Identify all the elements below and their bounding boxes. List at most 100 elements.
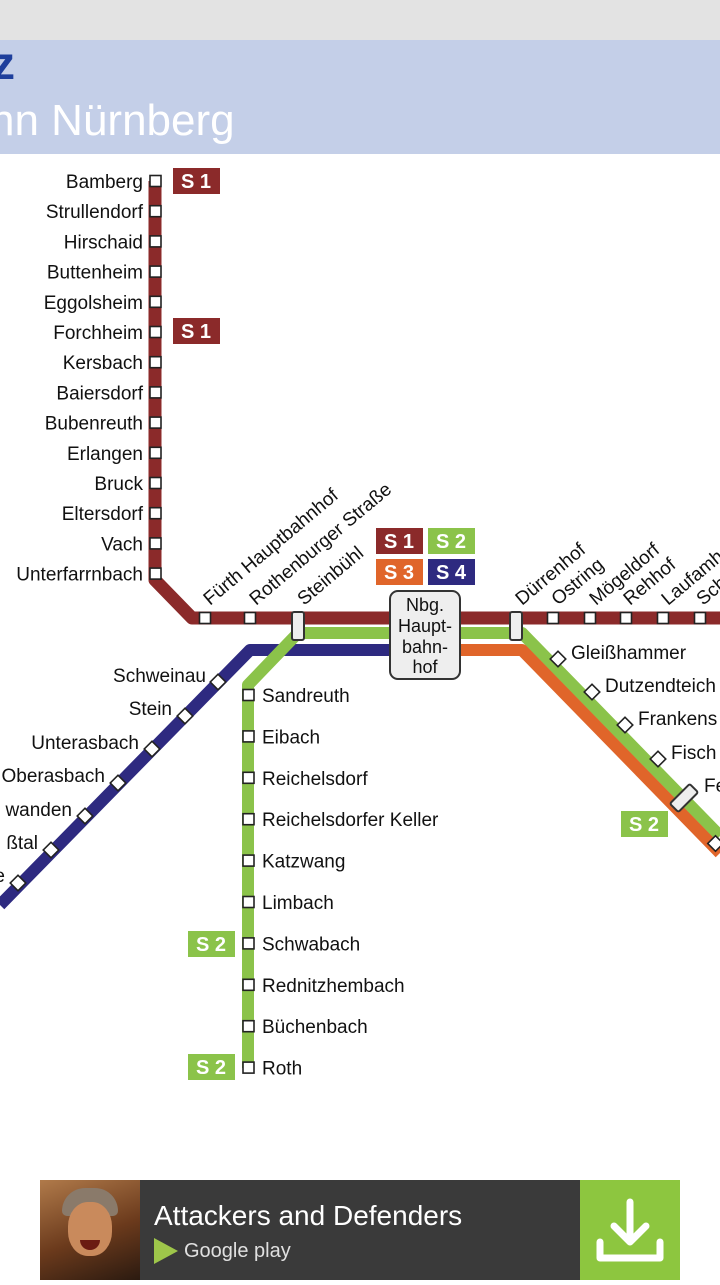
station-stop[interactable]	[549, 650, 567, 668]
station-label[interactable]: Unterasbach	[31, 733, 139, 754]
station-stop[interactable]	[176, 707, 194, 725]
station-stop[interactable]	[242, 854, 255, 867]
station-stop[interactable]	[149, 174, 162, 188]
station-stop[interactable]	[242, 688, 255, 702]
download-icon	[596, 1198, 664, 1262]
station-stop[interactable]	[583, 611, 597, 625]
station-stop[interactable]	[149, 446, 162, 460]
station-stop[interactable]	[243, 611, 257, 625]
s4-badge: S 4	[428, 559, 475, 585]
hub-label-line2: Haupt-	[398, 616, 452, 636]
station-stop[interactable]	[9, 874, 27, 892]
station-stop[interactable]	[242, 895, 255, 909]
station-label[interactable]: Stein	[129, 699, 172, 720]
station-stop[interactable]	[149, 386, 162, 399]
station-stop[interactable]	[616, 716, 634, 734]
station-label[interactable]: e	[0, 866, 5, 887]
station-stop[interactable]	[143, 740, 161, 758]
station-label[interactable]: ßtal	[6, 833, 38, 854]
station-stop[interactable]	[42, 841, 60, 859]
svg-text:S 4: S 4	[436, 562, 467, 584]
game-thumbnail[interactable]	[40, 1180, 140, 1280]
station-stop[interactable]	[149, 204, 162, 218]
station-label[interactable]: Erlangen	[67, 444, 143, 465]
steinbuehl-interchange[interactable]	[291, 611, 305, 641]
station-label[interactable]: Oberasbach	[1, 766, 105, 787]
station-stop[interactable]	[198, 611, 212, 625]
station-stop[interactable]	[149, 416, 162, 429]
hub-station[interactable]: Nbg. Haupt- bahn- hof	[389, 590, 461, 680]
svg-text:S 1: S 1	[181, 171, 211, 193]
station-label[interactable]: Forchheim	[53, 323, 143, 344]
station-stop[interactable]	[656, 611, 670, 625]
station-label[interactable]: Bubenreuth	[45, 414, 143, 435]
station-stop[interactable]	[149, 567, 162, 580]
station-label[interactable]: Fe	[704, 776, 720, 797]
station-label[interactable]: Baiersdorf	[56, 383, 143, 404]
station-label[interactable]: Gleißhammer	[571, 643, 687, 664]
station-stop[interactable]	[149, 506, 162, 520]
station-label[interactable]: Roth	[262, 1059, 302, 1080]
station-label[interactable]: Reichelsdorfer Keller	[262, 810, 439, 831]
station-label[interactable]: Eltersdorf	[62, 504, 144, 525]
station-label[interactable]: Hirschaid	[64, 232, 143, 253]
station-stop[interactable]	[242, 1019, 255, 1033]
station-stop[interactable]	[546, 611, 560, 625]
station-label[interactable]: Büchenbach	[262, 1017, 368, 1038]
station-label[interactable]: Strullendorf	[46, 202, 144, 223]
download-button[interactable]	[580, 1180, 680, 1280]
duerrenhof-interchange[interactable]	[509, 611, 523, 641]
station-label[interactable]: Dutzendteich	[605, 676, 716, 697]
station-stop[interactable]	[149, 355, 162, 369]
station-label[interactable]: wanden	[4, 800, 72, 821]
station-stop[interactable]	[109, 774, 127, 792]
station-stop[interactable]	[242, 812, 255, 826]
east-interchange[interactable]	[669, 783, 699, 813]
station-stop[interactable]	[76, 807, 94, 825]
station-label[interactable]: Vach	[101, 534, 143, 555]
station-stop[interactable]	[209, 673, 227, 691]
station-stop[interactable]	[149, 476, 162, 490]
station-label[interactable]: Katzwang	[262, 852, 345, 873]
station-stop[interactable]	[706, 834, 720, 853]
station-label[interactable]: Limbach	[262, 893, 334, 914]
station-label[interactable]: Sandreuth	[262, 686, 350, 707]
station-stop[interactable]	[149, 265, 162, 278]
google-play-label: Google play	[184, 1239, 291, 1262]
station-stop[interactable]	[649, 750, 667, 768]
station-stop[interactable]	[149, 537, 162, 550]
station-label[interactable]: Reichelsdorf	[262, 769, 368, 790]
station-label[interactable]: Buttenheim	[47, 263, 143, 284]
station-stop[interactable]	[583, 683, 601, 701]
svg-text:S 3: S 3	[384, 562, 414, 584]
ad-title[interactable]: Attackers and Defenders	[154, 1200, 463, 1231]
station-label[interactable]: Eibach	[262, 727, 320, 748]
svg-text:S 2: S 2	[436, 531, 466, 553]
station-label[interactable]: Schweinau	[113, 666, 206, 687]
station-label[interactable]: Kersbach	[63, 353, 143, 374]
transit-map[interactable]: BambergStrullendorfHirschaidButtenheimEg…	[0, 154, 720, 1124]
station-label[interactable]: Unterfarrnbach	[16, 565, 143, 586]
station-label[interactable]: Rednitzhembach	[262, 976, 405, 997]
svg-text:S 2: S 2	[196, 1057, 226, 1079]
station-stop[interactable]	[242, 1061, 255, 1074]
station-label[interactable]: Fisch	[671, 743, 716, 764]
station-label[interactable]: Bamberg	[66, 172, 143, 193]
station-stop[interactable]	[149, 235, 162, 248]
station-stop[interactable]	[242, 978, 255, 992]
station-label[interactable]: Bruck	[94, 474, 143, 495]
station-stop[interactable]	[149, 325, 162, 339]
station-stop[interactable]	[149, 295, 162, 309]
station-stop[interactable]	[242, 771, 255, 785]
google-play-badge[interactable]: Google play	[154, 1236, 291, 1266]
station-stop[interactable]	[242, 937, 255, 950]
s1-badge: S 1	[376, 528, 423, 554]
ad-banner[interactable]: Attackers and Defenders Google play	[40, 1180, 680, 1280]
station-stop[interactable]	[619, 611, 633, 625]
station-label[interactable]: Frankens	[638, 709, 717, 730]
station-stop[interactable]	[242, 730, 255, 743]
station-label[interactable]: Eggolsheim	[44, 293, 143, 314]
page-subtitle: hn Nürnberg	[0, 96, 235, 145]
station-stop[interactable]	[693, 611, 707, 625]
station-label[interactable]: Schwabach	[262, 934, 360, 955]
